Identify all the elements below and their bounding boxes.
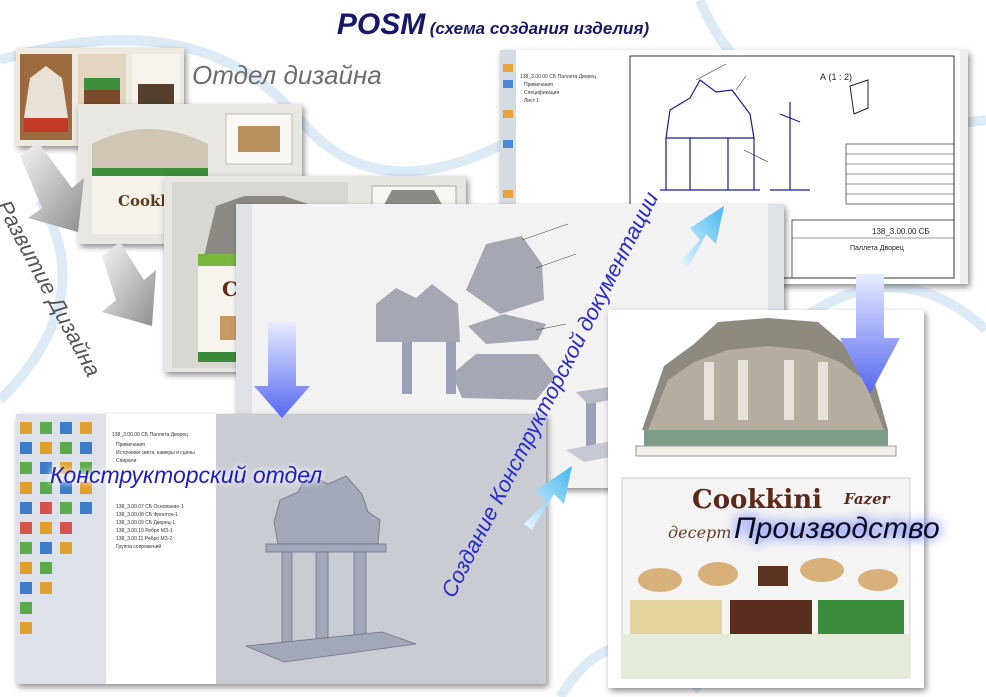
svg-text:138_3.00.00 СБ Паллета Дворец: 138_3.00.00 СБ Паллета Дворец — [112, 432, 188, 438]
construction-cad-window: 138_3.00.00 СБ Паллета Дворец Примечания… — [16, 414, 546, 684]
svg-text:Спирали: Спирали — [116, 458, 137, 464]
construction-department-label: Конструкторский отдел — [50, 462, 323, 488]
gray-arrow-icon — [20, 142, 84, 232]
svg-text:Группа сопряжений: Группа сопряжений — [116, 543, 161, 550]
svg-text:138_3.00.10 Ребро МЗ-1: 138_3.00.10 Ребро МЗ-1 — [116, 528, 173, 534]
svg-text:Источники света, камеры и сцен: Источники света, камеры и сцены — [116, 450, 195, 456]
brand-logo: Cookkini — [692, 485, 822, 515]
cad-model-view: 138_3.00.00 СБ Паллета Дворец Примечания… — [16, 414, 546, 684]
svg-text:138_3.00.08 СБ Фронтон-1: 138_3.00.08 СБ Фронтон-1 — [116, 512, 178, 518]
svg-text:Паллета Дворец: Паллета Дворец — [850, 245, 904, 252]
svg-text:Спецификация: Спецификация — [524, 90, 559, 96]
svg-text:Лист 1: Лист 1 — [524, 98, 539, 104]
svg-text:138_3.00.09 СБ Дворец-1: 138_3.00.09 СБ Дворец-1 — [116, 520, 175, 526]
svg-text:138_3.00.11 Ребро МЗ-2: 138_3.00.11 Ребро МЗ-2 — [116, 536, 172, 542]
svg-text:А (1 : 2): А (1 : 2) — [820, 72, 852, 82]
svg-text:Примечания: Примечания — [116, 442, 145, 448]
gray-arrow-icon — [102, 242, 156, 326]
finished-display-photo: Cookkini Fazer десерт — [608, 310, 924, 688]
svg-text:138_3.00.00 СБ Паллета Дворец: 138_3.00.00 СБ Паллета Дворец — [520, 74, 596, 80]
partner-logo: Fazer — [843, 490, 891, 508]
svg-text:десерт: десерт — [668, 523, 731, 542]
design-flow-arrows — [20, 142, 156, 326]
production-label: Производство — [734, 512, 940, 545]
svg-text:138_3.00.00 СБ: 138_3.00.00 СБ — [872, 227, 930, 236]
production-photo: Cookkini Fazer десерт — [608, 310, 924, 688]
page-title: POSM (схема создания изделия) — [336, 8, 650, 41]
design-department-label: Отдел дизайна — [192, 60, 382, 90]
svg-text:138_3.00.07 СБ Основание-1: 138_3.00.07 СБ Основание-1 — [116, 504, 184, 510]
svg-text:Примечания: Примечания — [524, 82, 553, 88]
